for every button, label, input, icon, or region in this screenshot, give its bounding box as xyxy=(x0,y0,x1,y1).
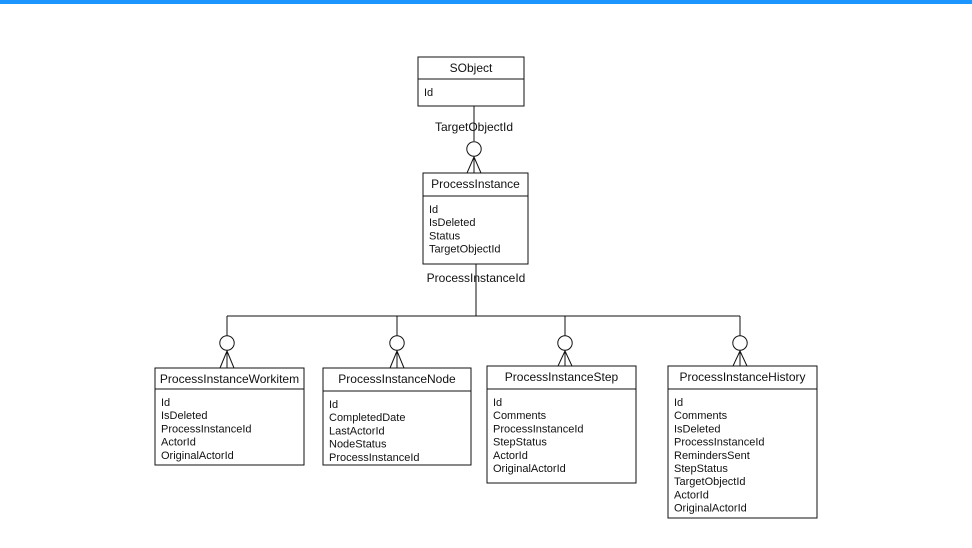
entity-box-processinstance xyxy=(422,172,529,265)
entity-field-processinstancestep-0: Id xyxy=(493,397,502,409)
entity-processinstanceworkitem: ProcessInstanceWorkitemIdIsDeletedProces… xyxy=(154,367,305,466)
relationship-labels: TargetObjectId ProcessInstanceId xyxy=(427,120,526,285)
entity-field-processinstancehistory-5: StepStatus xyxy=(674,463,728,475)
entity-field-processinstance-1: IsDeleted xyxy=(429,217,475,229)
crowfoot-node-left-prong xyxy=(389,350,398,369)
crowfoot-workitem-left-prong xyxy=(219,350,228,369)
entity-processinstancestep: ProcessInstanceStepIdCommentsProcessInst… xyxy=(486,365,637,484)
entity-field-processinstancehistory-7: ActorId xyxy=(674,489,709,501)
processinstance-crowfoot-right-prong xyxy=(473,156,482,174)
entity-title-processinstancehistory: ProcessInstanceHistory xyxy=(679,370,805,384)
entity-field-processinstancehistory-6: TargetObjectId xyxy=(674,476,746,488)
relationship-links xyxy=(219,106,748,369)
entity-field-processinstancestep-4: ActorId xyxy=(493,450,528,462)
entity-field-processinstancestep-1: Comments xyxy=(493,410,547,422)
entity-field-processinstancenode-2: LastActorId xyxy=(329,425,385,437)
entity-processinstancehistory: ProcessInstanceHistoryIdCommentsIsDelete… xyxy=(667,365,818,519)
entity-field-processinstanceworkitem-2: ProcessInstanceId xyxy=(161,423,252,435)
crowfoot-step xyxy=(557,335,573,367)
entity-field-processinstancehistory-3: ProcessInstanceId xyxy=(674,437,765,449)
crowfoot-history-right-prong xyxy=(739,350,748,367)
entity-field-processinstance-3: TargetObjectId xyxy=(429,244,501,256)
crowfoot-history-circle xyxy=(732,335,748,351)
entity-field-sobject-0: Id xyxy=(424,87,433,99)
entity-field-processinstancehistory-8: OriginalActorId xyxy=(674,503,747,515)
entity-title-processinstance: ProcessInstance xyxy=(431,177,520,191)
crowfoot-step-circle xyxy=(557,335,573,351)
crowfoot-node-right-prong xyxy=(396,350,405,369)
entity-title-sobject: SObject xyxy=(450,61,493,75)
crowfoot-workitem-right-prong xyxy=(226,350,235,369)
crowfoot-workitem xyxy=(219,335,235,369)
entity-field-processinstancenode-3: NodeStatus xyxy=(329,439,387,451)
entity-boxes: SObjectIdProcessInstanceIdIsDeletedStatu… xyxy=(154,56,818,519)
crowfoot-node-circle xyxy=(389,335,405,351)
entity-box-processinstancehistory xyxy=(667,365,818,519)
entity-box-processinstancenode xyxy=(322,367,472,466)
processinstance-crowfoot-circle xyxy=(466,141,482,157)
entity-box-processinstancestep xyxy=(486,365,637,484)
entity-box-sobject xyxy=(417,56,525,107)
crowfoot-history xyxy=(732,335,748,367)
relationship-label-processinstanceid: ProcessInstanceId xyxy=(427,271,526,285)
entity-field-processinstanceworkitem-4: OriginalActorId xyxy=(161,450,234,462)
processinstance-crowfoot xyxy=(466,141,482,174)
entity-field-processinstancestep-3: StepStatus xyxy=(493,437,547,449)
entity-field-processinstancestep-2: ProcessInstanceId xyxy=(493,423,584,435)
entity-field-processinstancehistory-1: Comments xyxy=(674,410,728,422)
entity-box-processinstanceworkitem xyxy=(154,367,305,466)
entity-processinstance: ProcessInstanceIdIsDeletedStatusTargetOb… xyxy=(422,172,529,265)
entity-field-processinstance-0: Id xyxy=(429,204,438,216)
top-accent-bar xyxy=(0,0,972,4)
entity-title-processinstancenode: ProcessInstanceNode xyxy=(338,372,456,386)
entity-title-processinstanceworkitem: ProcessInstanceWorkitem xyxy=(160,372,299,386)
entity-field-processinstance-2: Status xyxy=(429,230,461,242)
crowfoot-step-left-prong xyxy=(557,350,566,367)
entity-field-processinstanceworkitem-0: Id xyxy=(161,397,170,409)
relationship-label-targetobjectid: TargetObjectId xyxy=(435,120,513,134)
entity-field-processinstancenode-0: Id xyxy=(329,399,338,411)
crowfoot-node xyxy=(389,335,405,369)
entity-field-processinstanceworkitem-1: IsDeleted xyxy=(161,410,207,422)
crowfoot-workitem-circle xyxy=(219,335,235,351)
entity-processinstancenode: ProcessInstanceNodeIdCompletedDateLastAc… xyxy=(322,367,472,466)
entity-field-processinstancehistory-0: Id xyxy=(674,397,683,409)
entity-title-processinstancestep: ProcessInstanceStep xyxy=(505,370,619,384)
entity-field-processinstancehistory-4: RemindersSent xyxy=(674,450,750,462)
entity-field-processinstancestep-5: OriginalActorId xyxy=(493,463,566,475)
crowfoot-history-left-prong xyxy=(732,350,741,367)
entity-field-processinstancenode-1: CompletedDate xyxy=(329,412,405,424)
entity-field-processinstancehistory-2: IsDeleted xyxy=(674,423,720,435)
entity-field-processinstancenode-4: ProcessInstanceId xyxy=(329,452,420,464)
crowfoot-step-right-prong xyxy=(564,350,573,367)
entity-field-processinstanceworkitem-3: ActorId xyxy=(161,437,196,449)
processinstance-crowfoot-left-prong xyxy=(466,156,475,174)
